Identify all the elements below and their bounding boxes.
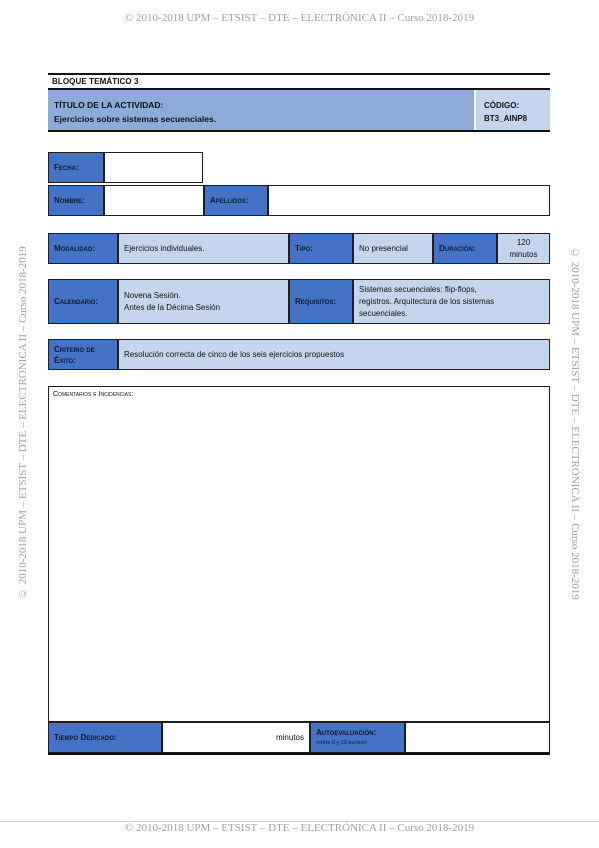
apellidos-label: Apellidos: <box>204 185 268 216</box>
nombre-field[interactable] <box>104 185 204 216</box>
duracion-unit: minutos <box>509 249 538 259</box>
calendario-label: Calendario: <box>48 279 118 324</box>
tiempo-unit: minutos <box>275 733 304 742</box>
bloque-rule <box>48 88 550 90</box>
footer-watermark: © 2010-2018 UPM – ETSIST – DTE – ELECTRÓ… <box>124 822 475 834</box>
fecha-label: Fecha: <box>48 152 104 183</box>
requisitos-value: Sistemas secuenciales: flip-flops, regis… <box>353 279 550 324</box>
comentarios-box[interactable]: Comentarios e Incidencias: <box>48 386 550 722</box>
bottom-rule <box>48 753 550 755</box>
codigo-label: CÓDIGO: <box>484 101 520 110</box>
tiempo-field[interactable]: minutos <box>162 722 310 753</box>
modalidad-label: Modalidad: <box>48 233 118 264</box>
codigo-value: BT3_AINP8 <box>484 114 528 123</box>
tipo-value: No presencial <box>353 233 433 264</box>
duracion-label: Duración: <box>433 233 497 264</box>
criterio-label: Criterio de Éxito: <box>48 339 118 370</box>
activity-banner: TÍTULO DE LA ACTIVIDAD: Ejercicios sobre… <box>48 90 550 132</box>
footer-rule <box>0 821 599 822</box>
requisitos-line-1: Sistemas secuenciales: flip-flops, <box>359 284 477 294</box>
tipo-label: Tipo: <box>289 233 353 264</box>
calendario-value: Novena Sesión. Antes de la Décima Sesión <box>118 279 289 324</box>
top-rule <box>48 73 550 75</box>
calendario-line-2: Antes de la Décima Sesión <box>124 302 221 312</box>
right-margin-watermark: © 2010-2018 UPM – ETSIST – DTE – ELECTRÓ… <box>569 246 581 600</box>
titulo-value: Ejercicios sobre sistemas secuenciales. <box>54 114 217 124</box>
comentarios-label: Comentarios e Incidencias: <box>53 391 134 398</box>
apellidos-field[interactable] <box>268 185 550 216</box>
criterio-value: Resolución correcta de cinco de los seis… <box>118 339 550 370</box>
duracion-value: 120 minutos <box>497 233 550 264</box>
bloque-title: BLOQUE TEMÁTICO 3 <box>52 77 139 86</box>
autoeval-label: Autoevaluación: (entre 0 y 10 puntos) <box>310 722 405 753</box>
autoeval-note: (entre 0 y 10 puntos) <box>316 739 367 746</box>
requisitos-line-2: registros. Arquitectura de los sistemas <box>359 296 495 306</box>
fecha-field[interactable] <box>104 152 203 183</box>
calendario-line-1: Novena Sesión. <box>124 290 181 300</box>
criterio-label-line-1: Criterio de <box>54 344 95 354</box>
criterio-label-line-2: Éxito: <box>54 355 76 365</box>
requisitos-label: Requisitos: <box>289 279 353 324</box>
header-watermark: © 2010-2018 UPM – ETSIST – DTE – ELECTRÓ… <box>124 12 475 24</box>
titulo-label: TÍTULO DE LA ACTIVIDAD: <box>54 100 164 110</box>
codigo-box: CÓDIGO: BT3_AINP8 <box>474 90 550 130</box>
modalidad-value: Ejercicios individuales. <box>118 233 289 264</box>
requisitos-line-3: secuenciales. <box>359 308 408 318</box>
left-margin-watermark: © 2010-2018 UPM – ETSIST – DTE – ELECTRÓ… <box>17 246 29 600</box>
autoeval-field[interactable] <box>405 722 550 753</box>
nombre-label: Nombre: <box>48 185 104 216</box>
duracion-number: 120 <box>516 237 531 247</box>
autoeval-label-text: Autoevaluación: <box>316 727 377 737</box>
tiempo-label: Tiempo Dedicado: <box>48 722 162 753</box>
